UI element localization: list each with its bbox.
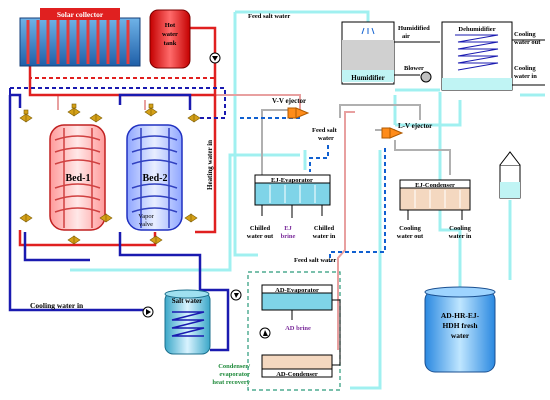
humidified-air-label-2: air [402,33,410,40]
ej-evaporator: EJ-Evaporator [254,174,331,218]
chilled-water-out-label-1: Chilled [250,225,271,232]
heating-water-in-label: Heating water in [206,140,214,190]
storage-tank-icon [499,151,521,199]
fresh-water-tank: AD-HR-EJ- HDH fresh water [424,286,496,373]
cooling-water-in-left-label: Cooling water in [30,301,84,310]
bed-2: Bed-2 [126,124,183,231]
humidifier-label: Humidifier [351,74,384,82]
ad-evaporator-label: AD-Evaporator [275,287,319,294]
lv-ejector-icon [381,127,404,139]
ad-evaporator: AD-Evaporator [261,284,333,320]
ad-brine-label: AD brine [285,325,311,332]
vv-ejector-icon [287,107,310,119]
chilled-water-in-label-2: water in [313,233,336,240]
ad-condenser: AD-Condenser [261,354,333,378]
hot-water-tank-label-2: water [162,31,178,38]
pump-center-icon [230,289,242,301]
feed-salt-water-mid-label-2: water [318,135,334,142]
fresh-water-label-3: water [451,331,470,340]
ej-brine-label-2: brine [281,233,296,240]
heat-recovery-label-1: Condenser/ [218,363,250,370]
heat-recovery-label-2: evaporator [219,371,250,378]
chilled-water-out-label-2: water out [247,233,274,240]
feed-salt-water-top-label: Feed salt water [248,13,290,20]
fresh-water-label-1: AD-HR-EJ- [441,311,480,320]
hot-water-tank-label-1: Hot [165,22,176,29]
solar-collector: Solar collector [19,8,141,67]
vapor-valve-label-1: Vapor [138,213,154,220]
ej-condenser: EJ-Condenser [399,179,471,220]
salt-water-tank: Salt water [164,289,211,355]
cooling-water-out-label-1: Cooling [514,31,536,38]
dehumidifier-label: Dehumidifier [458,26,495,33]
humidifier: Humidifier [341,21,395,85]
bed-1: Bed-1 [49,124,106,231]
cooling-water-lines [70,10,545,390]
heat-recovery-label-3: heat recovery [212,379,250,386]
vv-ejector-label: V-V ejector [272,97,306,105]
ej-cooling-in-label-2: water in [449,233,472,240]
ad-condenser-label: AD-Condenser [276,371,318,378]
ej-cooling-out-label-2: water out [397,233,424,240]
fresh-water-label-2: HDH fresh [442,321,478,330]
lv-ejector-label: L-V ejector [398,122,432,130]
pump-bottom-icon [259,327,271,339]
ad-link-line [332,299,341,366]
dehumidifier: Dehumidifier [441,21,513,91]
salt-water-label: Salt water [172,297,203,305]
bed-1-label: Bed-1 [66,173,91,184]
ej-brine-label-1: EJ [284,225,292,232]
ej-condenser-label: EJ-Condenser [415,182,455,189]
valve-icons [19,103,201,245]
solar-collector-label: Solar collector [57,10,104,19]
pump-left-icon [142,306,154,318]
feed-salt-water-low-label-1: Feed salt water [294,257,336,264]
hot-water-tank-label-3: tank [164,40,177,47]
pump-icon [209,52,221,64]
cooling-water-in-label-2: water in [514,73,537,80]
blower-label: Blower [404,65,424,72]
humidified-air-label-1: Humidified [398,25,430,32]
hot-water-tank: Hot water tank [149,9,191,69]
vapor-lines [57,94,451,350]
feed-salt-water-mid-label-1: Feed salt [312,127,338,134]
ej-cooling-out-label-1: Cooling [399,225,421,232]
chilled-water-in-label-1: Chilled [314,225,335,232]
vapor-valve-label-2: valve [139,221,153,228]
cooling-water-in-label-1: Cooling [514,65,536,72]
ej-cooling-in-label-1: Cooling [449,225,471,232]
cooling-water-out-label-2: water out [514,39,541,46]
blower-icon [420,71,432,83]
dehumidifier-ports [512,39,545,86]
ej-evaporator-label: EJ-Evaporator [271,177,313,184]
dashed-lines [9,87,226,310]
bed-2-label: Bed-2 [143,173,168,184]
